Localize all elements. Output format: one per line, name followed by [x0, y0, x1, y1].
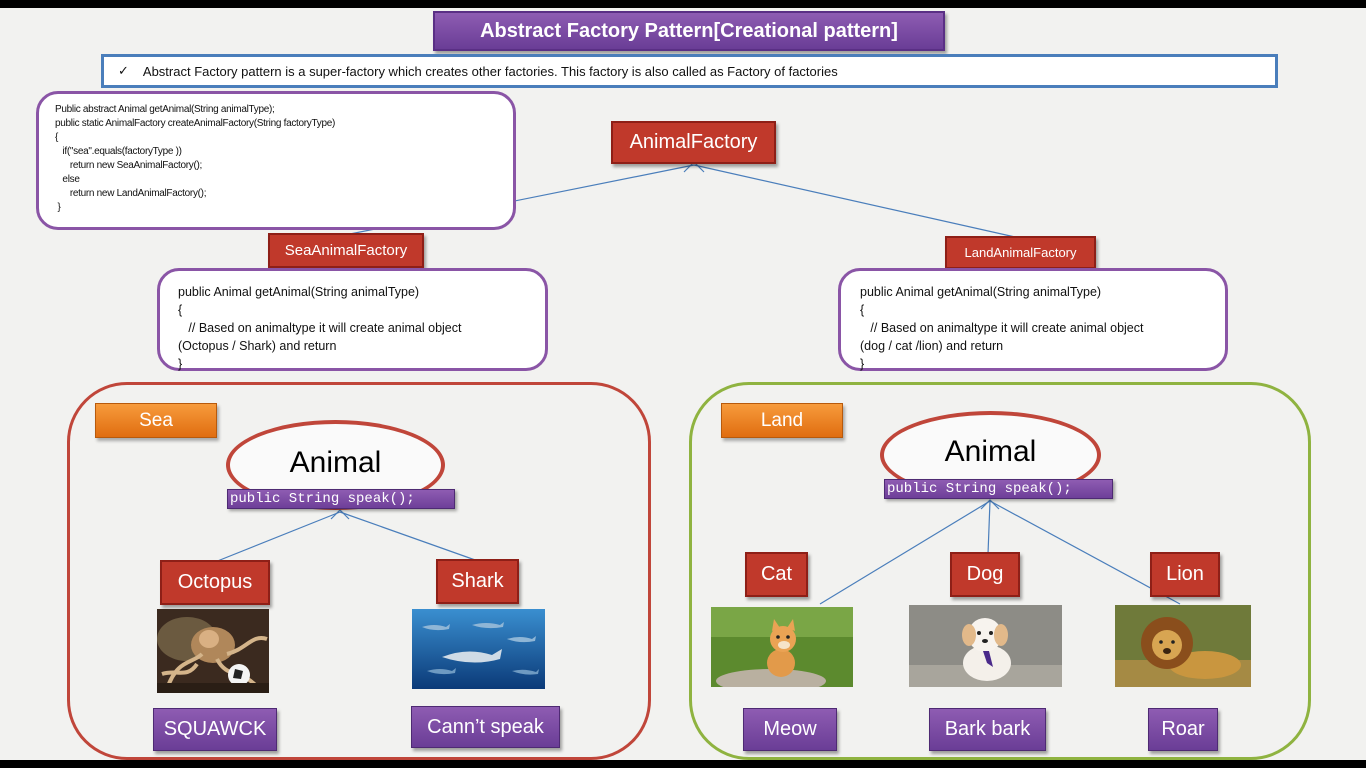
- shark-box: Shark: [436, 559, 519, 604]
- dog-sound: Bark bark: [929, 708, 1046, 751]
- lion-box: Lion: [1150, 552, 1220, 597]
- sea-animal-factory-box: SeaAnimalFactory: [268, 233, 424, 268]
- code-line: return new SeaAnimalFactory();: [55, 160, 203, 171]
- dog-box: Dog: [950, 552, 1020, 597]
- land-region: [689, 382, 1311, 760]
- sea-speak-method: public String speak();: [227, 489, 455, 509]
- shark-photo: [412, 609, 545, 689]
- code-line: public static AnimalFactory createAnimal…: [55, 118, 336, 129]
- code-line: public Animal getAnimal(String animalTyp…: [860, 285, 1102, 299]
- sea-region: [67, 382, 651, 760]
- description-text: Abstract Factory pattern is a super-fact…: [142, 63, 838, 79]
- shark-sound: Cann’t speak: [411, 706, 560, 748]
- description-bar: ✓ Abstract Factory pattern is a super-fa…: [101, 54, 1278, 88]
- code-line: public Animal getAnimal(String animalTyp…: [178, 285, 420, 299]
- octopus-sound: SQUAWCK: [153, 708, 277, 751]
- code-line: else: [55, 174, 80, 185]
- lion-sound: Roar: [1148, 708, 1218, 751]
- code-line: {: [55, 132, 59, 143]
- cat-sound: Meow: [743, 708, 837, 751]
- octopus-photo: [157, 609, 269, 693]
- code-line: // Based on animaltype it will create an…: [860, 321, 1144, 335]
- land-speak-method: public String speak();: [884, 479, 1113, 499]
- code-line: }: [55, 202, 61, 213]
- code-line: return new LandAnimalFactory();: [55, 188, 207, 199]
- cat-box: Cat: [745, 552, 808, 597]
- code-line: Public abstract Animal getAnimal(String …: [55, 104, 275, 115]
- animal-factory-box: AnimalFactory: [611, 121, 776, 164]
- code-line: }: [860, 357, 865, 371]
- code-line: {: [860, 303, 865, 317]
- code-line: (Octopus / Shark) and return: [178, 339, 337, 353]
- lion-photo: [1115, 605, 1251, 687]
- checkmark-icon: ✓: [118, 63, 129, 78]
- land-animal-factory-box: LandAnimalFactory: [945, 236, 1096, 269]
- octopus-box: Octopus: [160, 560, 270, 605]
- land-factory-code: public Animal getAnimal(String animalTyp…: [838, 268, 1228, 371]
- code-line: }: [178, 357, 183, 371]
- dog-photo: [909, 605, 1062, 687]
- code-line: // Based on animaltype it will create an…: [178, 321, 462, 335]
- sea-tag: Sea: [95, 403, 217, 438]
- code-line: if("sea".equals(factoryType )): [55, 146, 182, 157]
- page-title: Abstract Factory Pattern[Creational patt…: [433, 11, 945, 51]
- land-tag: Land: [721, 403, 843, 438]
- code-line: {: [178, 303, 183, 317]
- cat-photo: [711, 607, 853, 687]
- code-line: (dog / cat /lion) and return: [860, 339, 1004, 353]
- sea-factory-code: public Animal getAnimal(String animalTyp…: [157, 268, 548, 371]
- abstract-factory-code: Public abstract Animal getAnimal(String …: [36, 91, 516, 230]
